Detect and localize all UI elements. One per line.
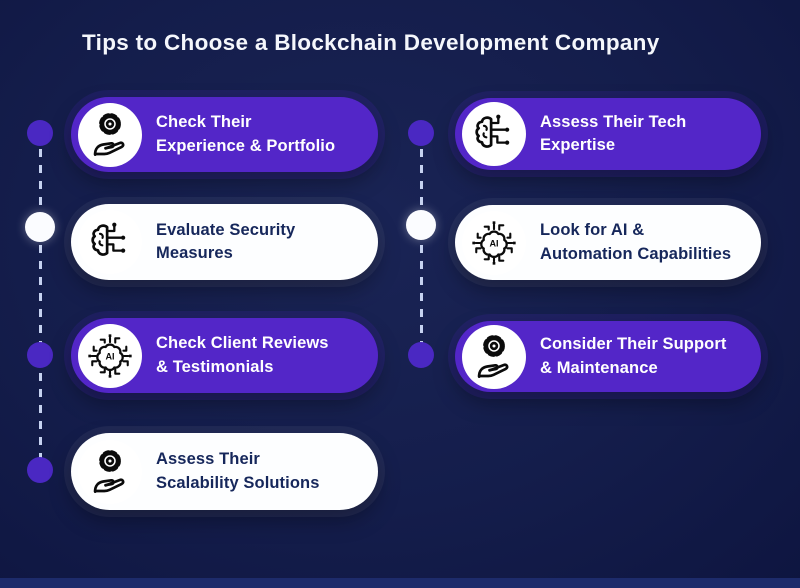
ai-chip-icon: AI xyxy=(472,220,516,265)
card-label-line2: Measures xyxy=(156,244,233,262)
card-label-line1: Assess Their Tech xyxy=(540,112,687,131)
timeline-dot xyxy=(27,457,53,483)
timeline-dot xyxy=(25,212,55,242)
card-label: Check Their Experience & Portfolio xyxy=(156,111,335,158)
icon-circle xyxy=(462,102,526,166)
page-title: Tips to Choose a Blockchain Development … xyxy=(82,30,660,55)
card-label: Assess Their Tech Expertise xyxy=(540,111,686,158)
icon-circle xyxy=(78,210,142,274)
tip-card-tech-expertise: Assess Their Tech Expertise xyxy=(455,98,761,170)
tip-card-ai-automation: AI Look for AI & Automation Capabilities xyxy=(455,205,761,280)
gear-hand-icon xyxy=(93,449,125,493)
brain-circuit-icon xyxy=(475,114,510,148)
card-label-line2: Automation Capabilities xyxy=(540,244,732,263)
gear-hand-icon xyxy=(93,112,125,156)
icon-circle xyxy=(78,439,142,504)
svg-text:AI: AI xyxy=(489,238,498,248)
card-label-line1: Assess Their xyxy=(156,450,260,469)
ai-chip-icon: AI xyxy=(88,333,132,378)
tip-card-support-maintenance: Consider Their Support & Maintenance xyxy=(455,321,761,392)
icon-circle xyxy=(78,102,142,167)
timeline-dashed-line-left xyxy=(39,133,42,470)
card-label: Evaluate Security Measures xyxy=(156,219,295,266)
svg-text:AI: AI xyxy=(105,351,114,361)
tip-card-scalability-solutions: Assess Their Scalability Solutions xyxy=(71,433,378,510)
tip-card-security-measures: Evaluate Security Measures xyxy=(71,204,378,280)
card-label: Assess Their Scalability Solutions xyxy=(156,448,319,495)
card-label-line1: Look for AI & xyxy=(540,221,645,240)
card-label-line2: & Maintenance xyxy=(540,358,658,377)
icon-circle xyxy=(462,324,526,389)
timeline-dot xyxy=(408,342,434,368)
icon-circle: AI xyxy=(462,210,526,275)
timeline-dot xyxy=(27,120,53,146)
card-label-line2: Expertise xyxy=(540,136,616,154)
gear-hand-icon xyxy=(477,334,509,378)
icon-circle: AI xyxy=(78,323,142,388)
card-label-line2: & Testimonials xyxy=(156,357,274,376)
timeline-dot xyxy=(27,342,53,368)
tip-card-experience-portfolio: Check Their Experience & Portfolio xyxy=(71,97,378,172)
card-label: Look for AI & Automation Capabilities xyxy=(540,219,731,266)
card-label-line2: Scalability Solutions xyxy=(156,473,320,492)
brain-circuit-icon xyxy=(91,222,126,256)
timeline-dot xyxy=(408,120,434,146)
card-label-line1: Check Their xyxy=(156,113,252,132)
tip-card-client-reviews: AI Check Client Reviews & Testimonials xyxy=(71,318,378,393)
timeline-dashed-line-right xyxy=(420,133,423,355)
card-label: Check Client Reviews & Testimonials xyxy=(156,332,329,379)
card-label-line2: Experience & Portfolio xyxy=(156,136,336,155)
card-label-line1: Evaluate Security xyxy=(156,220,296,239)
card-label-line1: Consider Their Support xyxy=(540,335,727,354)
timeline-dot xyxy=(406,210,436,240)
footer-accent-bar xyxy=(0,578,800,588)
card-label: Consider Their Support & Maintenance xyxy=(540,333,726,380)
card-label-line1: Check Client Reviews xyxy=(156,334,329,353)
